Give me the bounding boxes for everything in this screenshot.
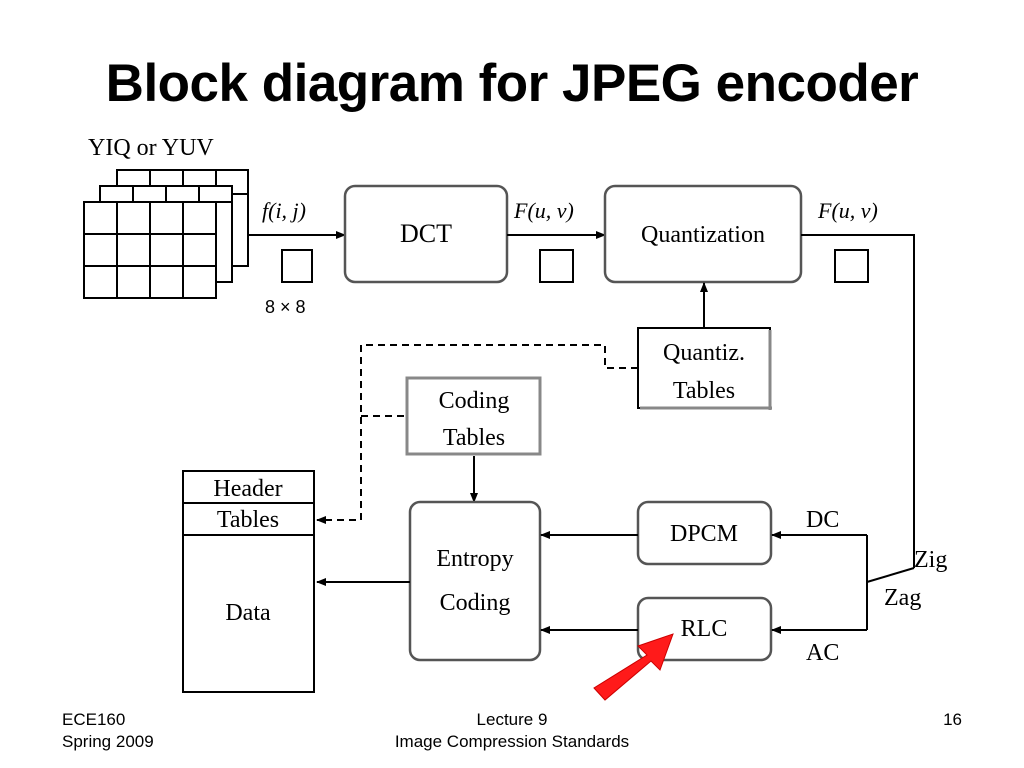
pixel-block-icon [281,249,313,283]
coding-tables-block [405,376,542,456]
footer-term: Spring 2009 [62,732,154,751]
footer-lecture-number: Lecture 9 [476,710,548,729]
footer-lecture: Lecture 9 Image Compression Standards [312,709,712,753]
quantization-tables-label-1: Quantiz. [663,340,745,366]
quantized-output-label: F(u, v) [817,198,878,223]
dpcm-label: DPCM [670,521,738,547]
tables-label: Tables [217,507,279,533]
coding-tables-label-1: Coding [439,388,510,414]
block-size-label: 8 × 8 [265,297,306,317]
page-number: 16 [943,710,962,729]
footer-course: ECE160 Spring 2009 [62,709,154,753]
ac-label: AC [806,640,839,666]
output-bitstream [182,470,315,693]
header-label: Header [213,476,282,502]
quantization-label: Quantization [641,222,765,248]
zag-label: Zag [884,585,921,611]
rlc-label: RLC [681,616,728,642]
dct-label: DCT [400,219,452,248]
footer-topic: Image Compression Standards [394,732,630,751]
slide-title: Block diagram for JPEG encoder [105,54,919,113]
entropy-coding-label-2: Coding [440,590,511,616]
dct-output-label: F(u, v) [513,198,574,223]
input-color-space-label: YIQ or YUV [88,135,214,161]
entropy-coding-block [408,500,542,662]
data-label: Data [225,600,271,626]
highlight-arrow-icon [593,633,674,701]
entropy-coding-label-1: Entropy [436,546,513,572]
coefficient-block-icon [539,249,574,283]
quantized-block-icon [834,249,869,283]
footer-course-name: ECE160 [62,710,126,729]
coding-tables-label-2: Tables [443,425,505,451]
dc-label: DC [806,507,839,533]
image-planes-icon [83,169,249,299]
spatial-signal-label: f(i, j) [262,198,306,223]
zig-label: Zig [914,547,947,573]
quantization-tables-label-2: Tables [673,378,735,404]
